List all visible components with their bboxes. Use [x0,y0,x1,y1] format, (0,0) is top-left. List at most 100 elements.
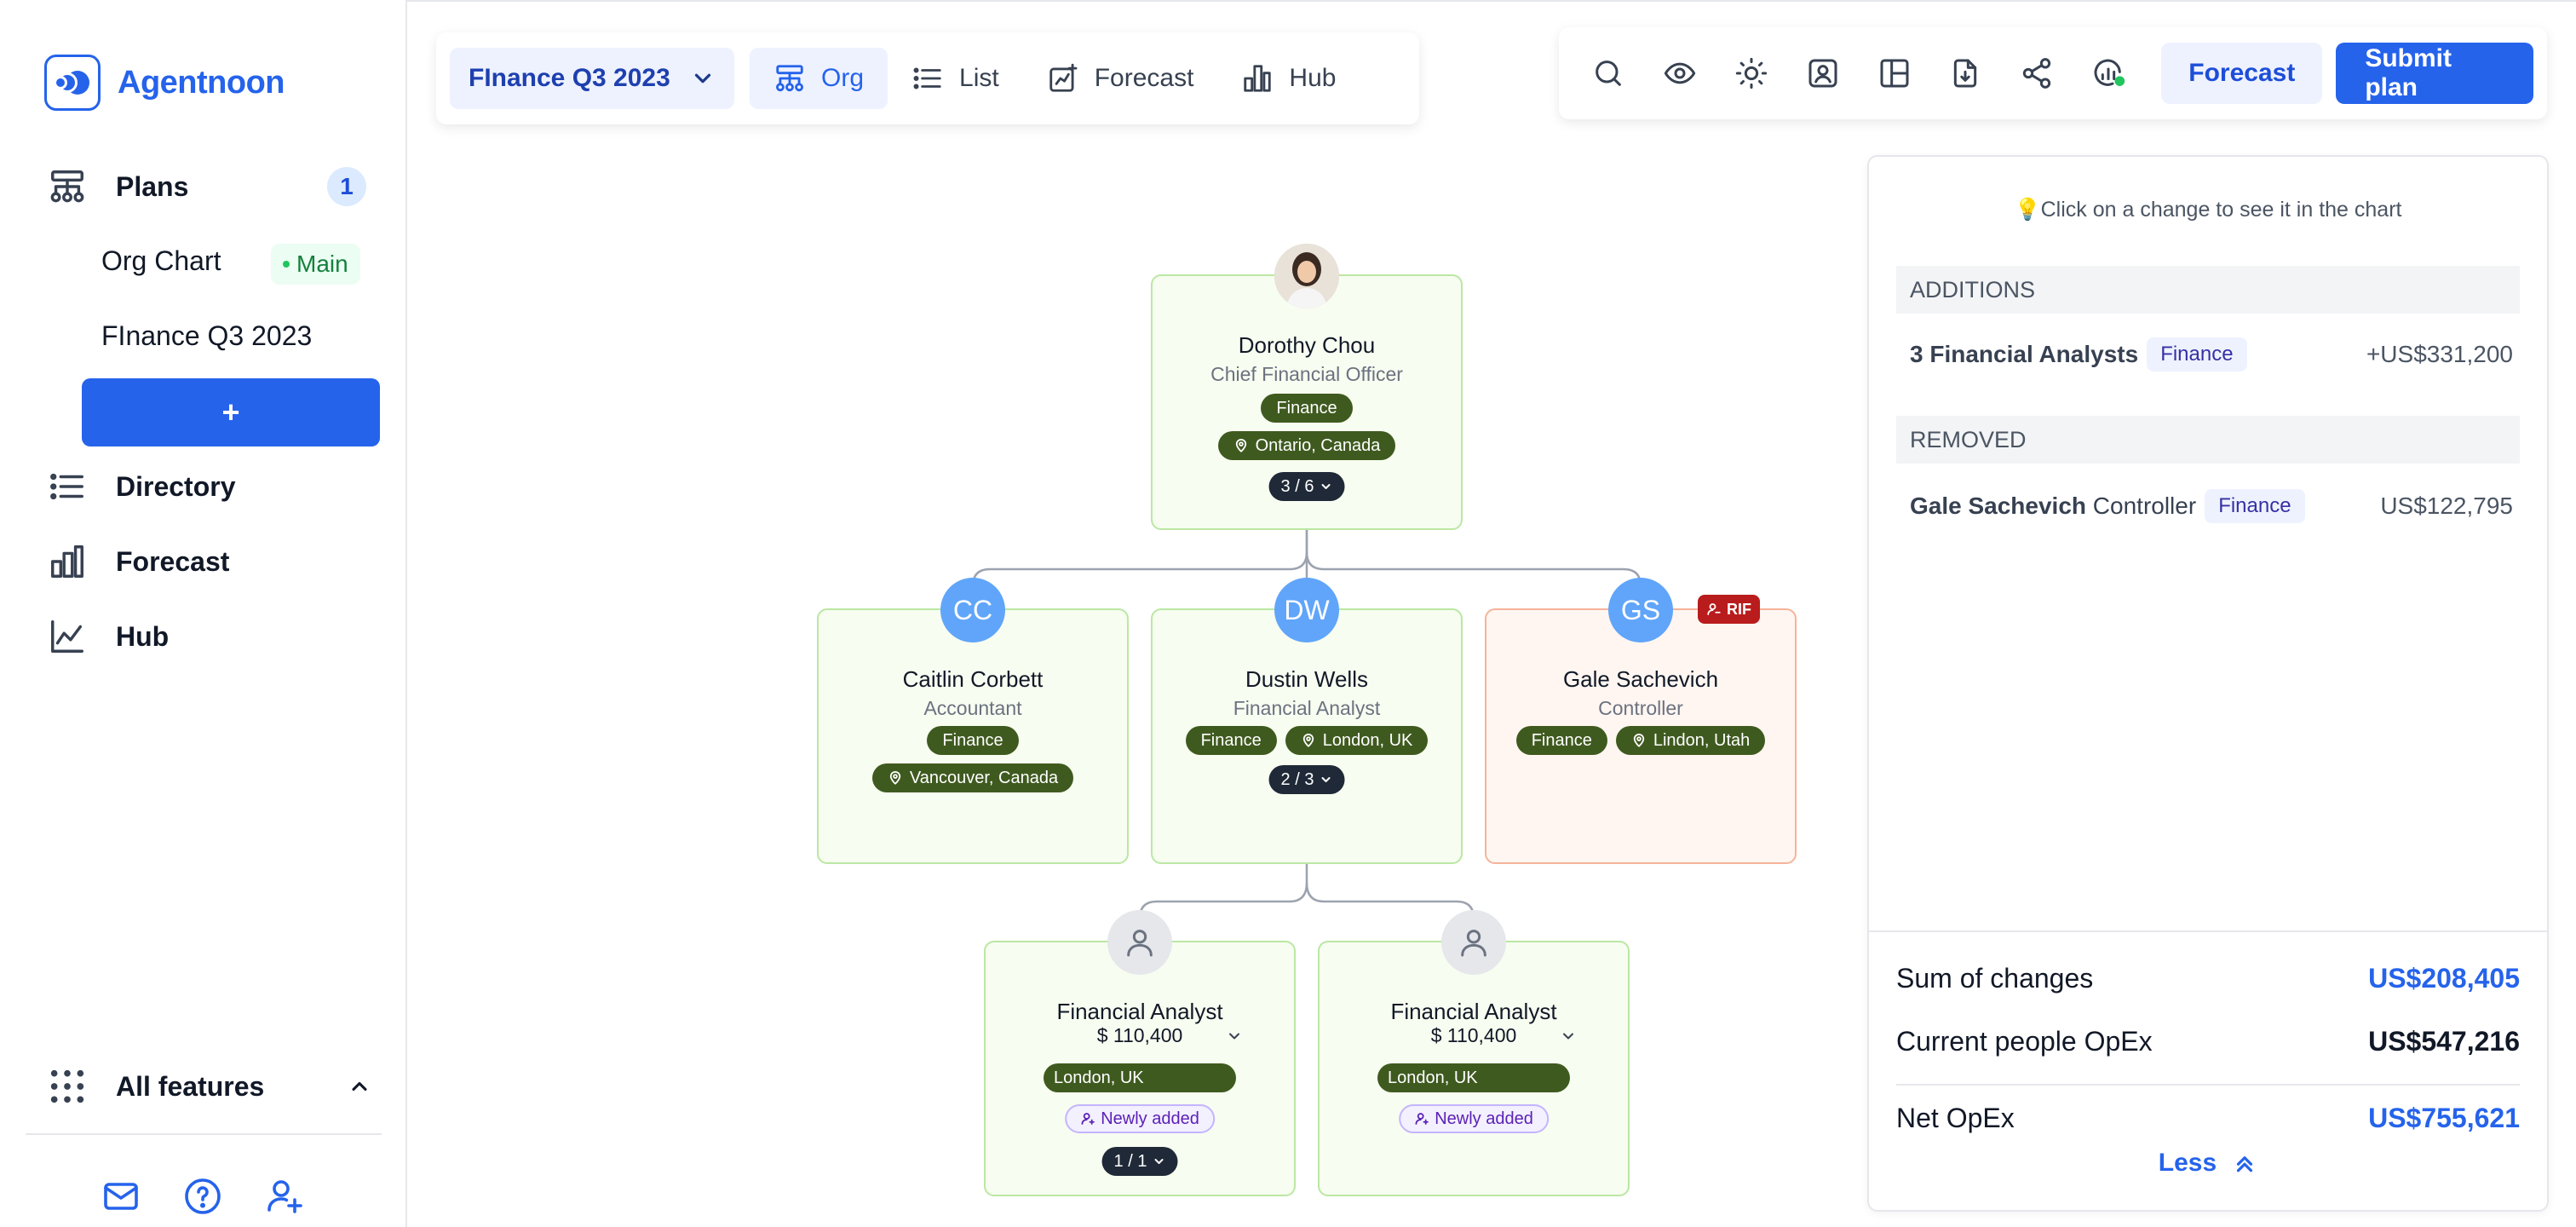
sum-of-changes-row: Sum of changes US$208,405 [1896,963,2520,994]
salary-value: $ 110,400 [1096,1024,1183,1046]
double-chevron-up-icon [2237,1156,2253,1172]
org-card-gale-sachevich[interactable]: GS RIF Gale Sachevich Controller Finance… [1485,578,1797,864]
reports-pager[interactable]: 3 / 6 [1268,472,1345,501]
chevron-down-icon [694,73,711,84]
location-tag: London, UK [1044,1063,1236,1092]
position-title: Financial Analyst [1390,999,1557,1024]
profile-card-button[interactable] [1787,43,1859,104]
change-item-addition[interactable]: 3 Financial Analysts Finance +US$331,200 [1910,337,2513,372]
pager-label: 1 / 1 [1113,1151,1147,1171]
user-card-icon [1808,59,1837,88]
opex-summary: Sum of changes US$208,405 Current people… [1869,930,2547,1177]
changes-panel: 💡Click on a change to see it in the char… [1867,155,2549,1212]
tab-list[interactable]: List [888,48,1023,109]
newly-added-label: Newly added [1101,1109,1199,1128]
org-card-caitlin-corbett[interactable]: CC Caitlin Corbett Accountant Finance Va… [817,578,1129,864]
all-features-toggle[interactable]: All features [48,1067,371,1106]
reports-pager[interactable]: 1 / 1 [1101,1147,1178,1176]
department-tag: Finance [1515,726,1607,755]
salary-select[interactable]: $ 110,400 [1037,1024,1243,1047]
employee-name: Gale Sachevich [1562,666,1719,692]
sidebar-item-directory[interactable]: Directory [48,467,236,506]
newly-added-badge: Newly added [1065,1104,1215,1133]
chevron-down-icon [1154,1159,1164,1164]
avatar: DW [1274,578,1339,642]
help-icon[interactable] [182,1176,223,1217]
location-tag: Lindon, Utah [1615,726,1766,755]
change-name: Gale Sachevich [1910,493,2087,519]
main-badge-label: Main [296,251,348,277]
mail-icon[interactable] [101,1176,141,1217]
sidebar-subitem-finance-plan[interactable]: FInance Q3 2023 [101,320,313,351]
bar-chart-icon [1244,65,1272,92]
add-user-icon [1415,1113,1429,1125]
theme-button[interactable] [1716,43,1787,104]
location-pin-icon [1302,734,1314,747]
employee-role: Chief Financial Officer [1210,363,1403,385]
add-user-icon[interactable] [264,1176,305,1217]
view-button[interactable] [1644,43,1716,104]
less-toggle[interactable]: Less [1869,1149,2547,1178]
org-card-dustin-wells[interactable]: DW Dustin Wells Financial Analyst Financ… [1151,578,1463,864]
export-button[interactable] [1930,43,2002,104]
location-label: Vancouver, Canada [909,768,1059,787]
download-file-icon [1954,59,1977,88]
sun-icon [1735,57,1767,89]
newly-added-badge: Newly added [1399,1104,1549,1133]
forecast-button[interactable]: Forecast [2161,43,2323,104]
change-item-removed[interactable]: Gale Sachevich Controller Finance US$122… [1910,489,2513,523]
avatar [1441,910,1506,975]
logo-icon [44,55,101,111]
summary-label: Current people OpEx [1896,1026,2153,1057]
location-pin-icon [1235,439,1246,452]
change-amount: +US$331,200 [2366,341,2513,367]
tab-forecast[interactable]: Forecast [1023,48,1218,109]
sidebar-item-hub[interactable]: Hub [48,617,169,656]
forecast-chart-icon [1049,63,1078,92]
tab-label: List [959,64,999,92]
person-photo-icon [1274,244,1339,308]
summary-value: US$755,621 [2368,1103,2520,1133]
submit-plan-button[interactable]: Submit plan [2336,43,2533,104]
rif-badge: RIF [1698,595,1760,624]
sidebar-item-forecast[interactable]: Forecast [48,542,229,581]
chevron-down-icon [1229,1033,1239,1039]
app-logo[interactable]: Agentnoon [44,55,285,111]
plan-selector-label: FInance Q3 2023 [469,64,670,92]
sidebar: Agentnoon Plans 1 Org Chart Main FInance… [0,0,407,1227]
grid-dots-icon [50,1069,84,1103]
sidebar-item-label: Forecast [116,545,230,577]
search-button[interactable] [1573,43,1644,104]
tab-org[interactable]: Org [750,48,888,109]
employee-role: Accountant [923,697,1022,719]
plan-selector[interactable]: FInance Q3 2023 [450,48,734,109]
sidebar-item-label: Directory [116,470,236,502]
employee-name: Caitlin Corbett [902,666,1044,692]
org-card-financial-analyst-new[interactable]: Financial Analyst $ 110,400 London, UK N… [1318,910,1630,1196]
tab-hub[interactable]: Hub [1217,48,1360,109]
org-card-dorothy-chou[interactable]: Dorothy Chou Chief Financial Officer Fin… [1151,244,1463,530]
list-icon [50,473,83,500]
org-card-financial-analyst-new[interactable]: Financial Analyst $ 110,400 London, UK N… [984,910,1296,1196]
sidebar-subitem-org-chart[interactable]: Org Chart [101,245,221,276]
add-plan-button[interactable]: + [82,378,380,446]
analytics-button[interactable] [2073,43,2144,104]
share-button[interactable] [2001,43,2073,104]
chevron-up-icon [352,1081,367,1092]
avatar: GS [1608,578,1673,642]
org-tree-icon [50,170,84,203]
avatar [1107,910,1172,975]
action-toolbar: Forecast Submit plan [1559,27,2547,119]
reports-pager[interactable]: 2 / 3 [1268,765,1345,794]
net-opex-row: Net OpEx US$755,621 [1896,1103,2520,1134]
summary-label: Sum of changes [1896,963,2094,994]
tab-label: Hub [1289,64,1337,92]
employee-name: Dorothy Chou [1238,332,1376,358]
layout-button[interactable] [1859,43,1930,104]
sidebar-item-plans[interactable]: Plans [48,167,188,206]
salary-select[interactable]: $ 110,400 [1371,1024,1577,1047]
search-icon [1596,60,1621,86]
department-badge: Finance [2147,337,2247,372]
summary-value: US$547,216 [2368,1026,2520,1057]
